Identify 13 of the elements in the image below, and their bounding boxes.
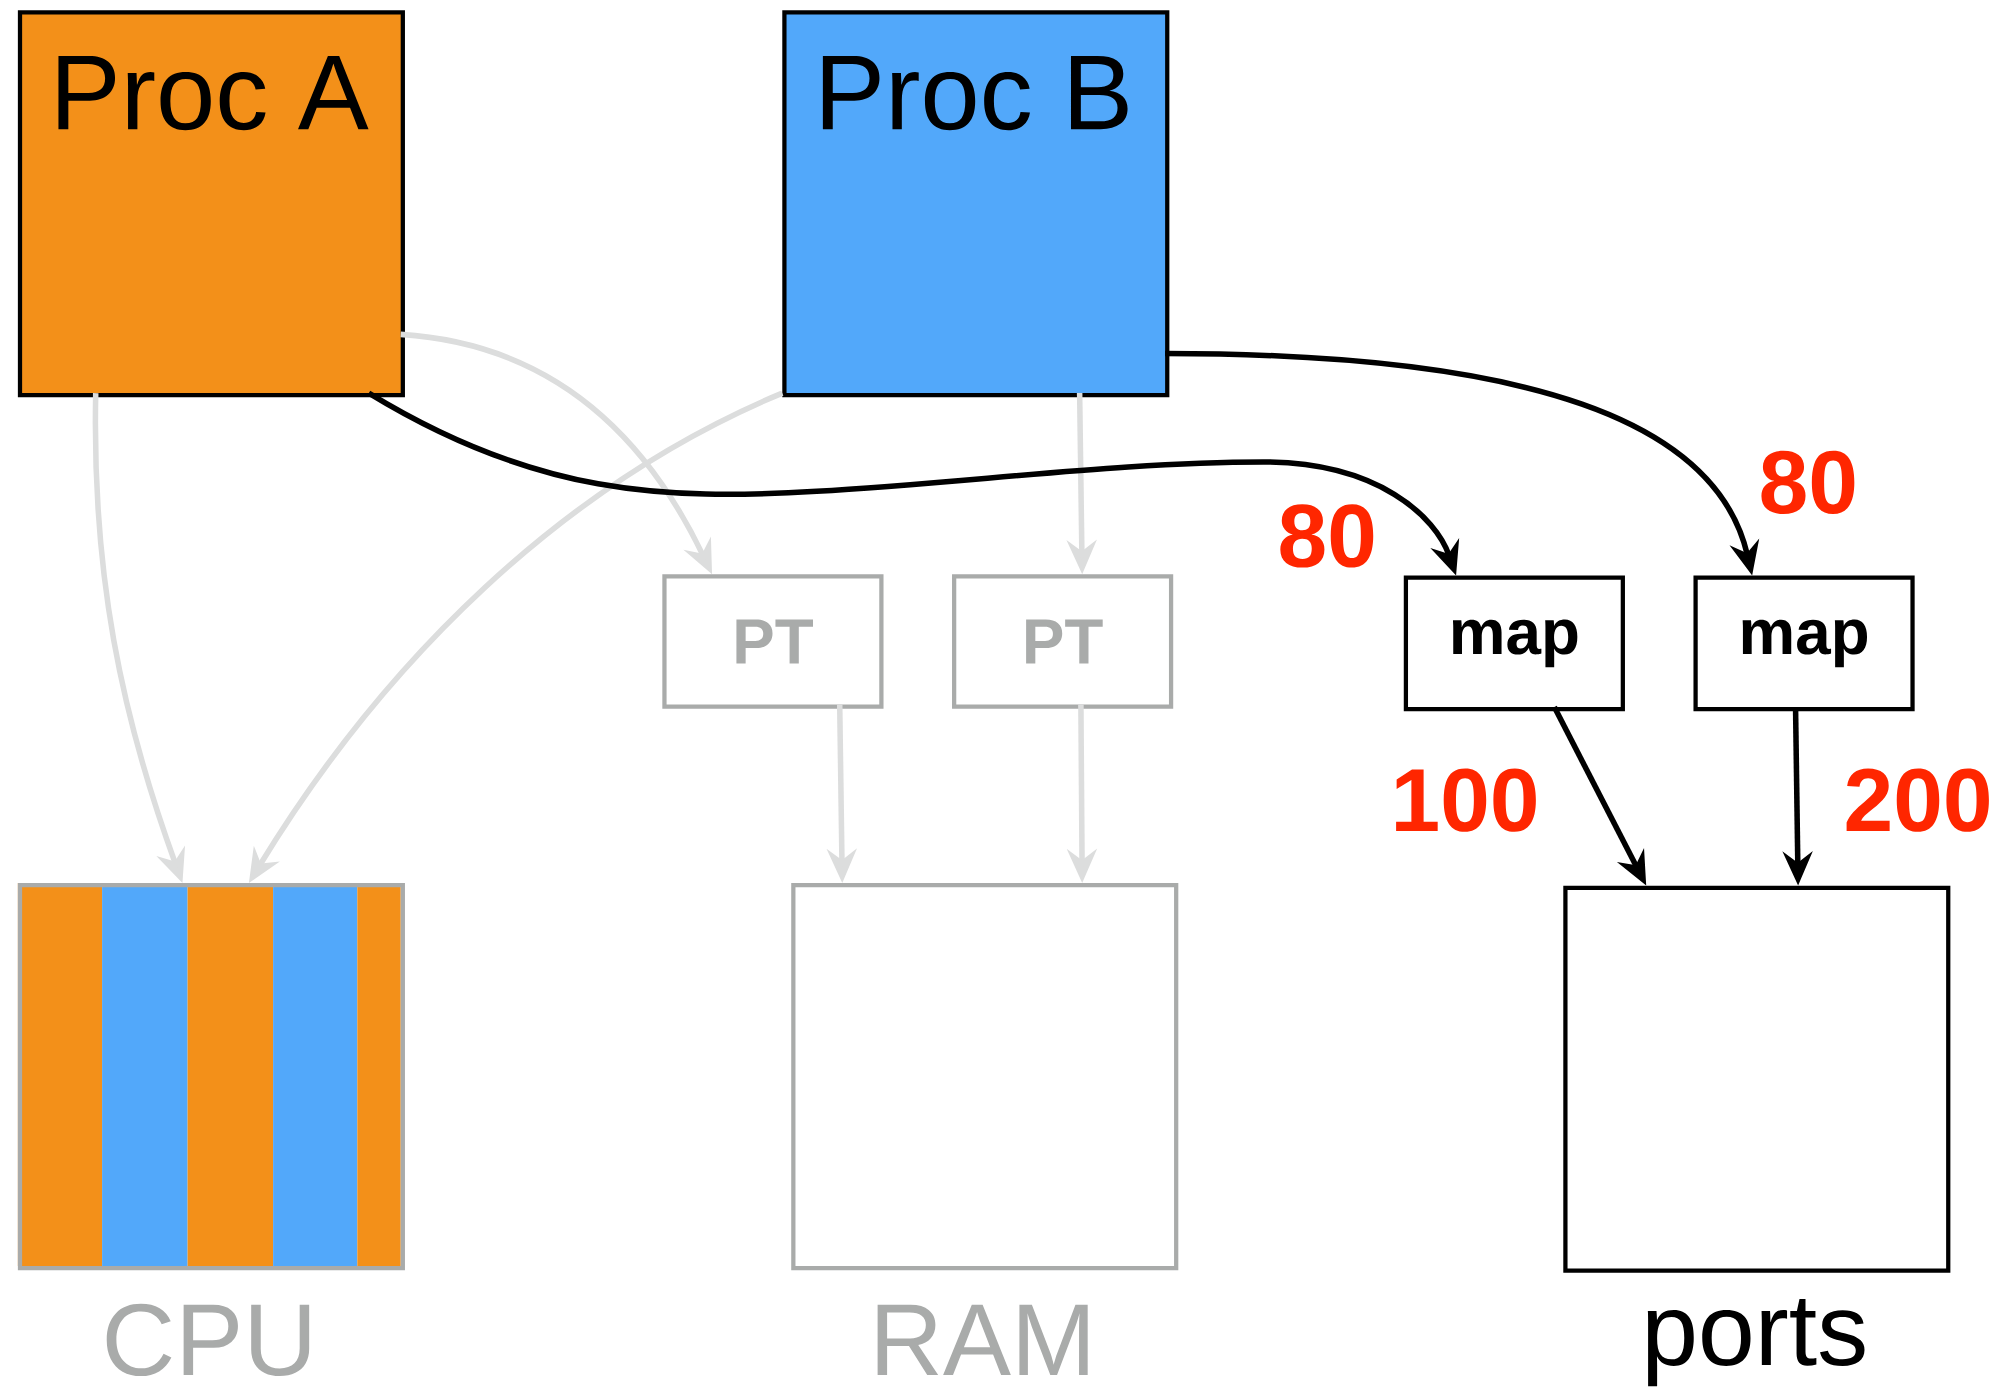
- map-box: map: [1693, 575, 1915, 712]
- box-caption: RAM: [877, 1304, 1088, 1375]
- table-box: PT: [662, 574, 884, 709]
- box-caption: CPU: [106, 1303, 310, 1376]
- edge-label: 80: [1761, 450, 1855, 514]
- process-box: Proc B: [782, 10, 1170, 398]
- map-box: map: [1403, 575, 1625, 712]
- edge-label: 100: [1396, 768, 1536, 832]
- table-box: PT: [952, 574, 1174, 709]
- box-caption: ports: [1647, 1298, 1865, 1386]
- process-box: Proc A: [17, 10, 405, 398]
- edge-label: 80: [1280, 504, 1374, 568]
- edge-label: 200: [1846, 768, 1989, 832]
